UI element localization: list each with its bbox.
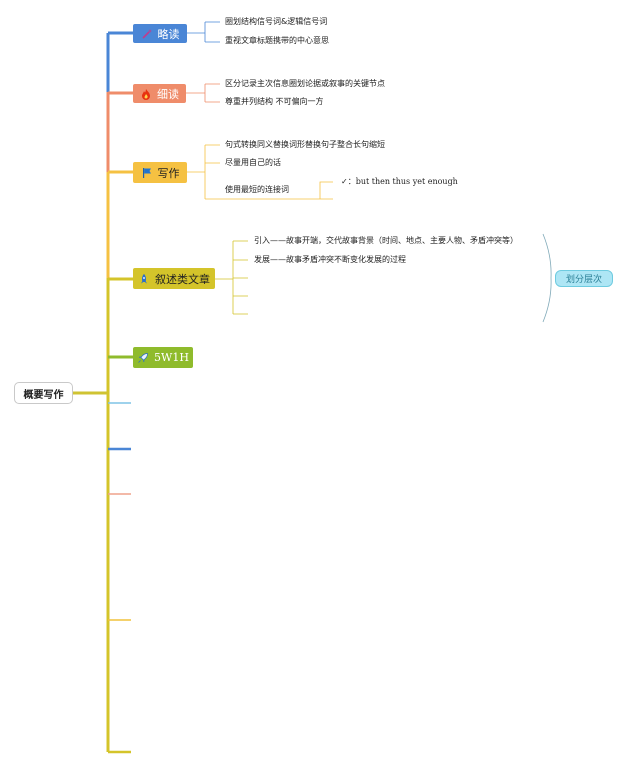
narrative-item-1: 引入——故事开端，交代故事背景（时间、地点、主要人物、矛盾冲突等）	[254, 236, 518, 245]
branch-writing-label: 写作	[157, 166, 180, 180]
root-label: 概要写作	[23, 389, 64, 401]
close-read-item-2: 尊重并列结构 不可偏向一方	[225, 97, 324, 106]
close-read-item-1: 区分记录主次信息圈划论据或叙事的关键节点	[225, 79, 385, 88]
branch-narrative-label: 叙述类文章	[155, 272, 210, 286]
skim-item-1: 圈划结构信号词&逻辑信号词	[225, 17, 328, 26]
flag-icon	[141, 167, 153, 179]
fire-icon	[140, 88, 152, 100]
writing-item-2: 尽量用自己的话	[225, 158, 281, 167]
check-icon: ✓	[341, 177, 348, 186]
root-node[interactable]: 概要写作	[14, 382, 73, 404]
branch-5w1h-label: 5W1H	[154, 351, 189, 364]
summary-tag[interactable]: 划分层次	[555, 270, 613, 287]
branch-skim-label: 略读	[157, 27, 180, 41]
rocket-icon	[138, 273, 150, 285]
summary-tag-label: 划分层次	[565, 275, 602, 285]
branch-narrative[interactable]: 叙述类文章	[133, 268, 215, 289]
connective-words: ✓：but then thus yet enough	[341, 176, 458, 187]
branch-writing[interactable]: 写作	[133, 162, 187, 183]
branch-close-read-label: 细读	[157, 87, 179, 101]
rocket-icon	[137, 352, 149, 364]
branch-5w1h[interactable]: 5W1H	[133, 347, 193, 368]
branch-skim[interactable]: 略读	[133, 24, 187, 43]
narrative-item-2: 发展——故事矛盾冲突不断变化发展的过程	[254, 255, 406, 264]
branch-close-read[interactable]: 细读	[133, 84, 186, 103]
connective-words-text: ：but then thus yet enough	[347, 177, 458, 186]
writing-item-1: 句式转换同义替换词形替换句子整合长句缩短	[225, 140, 385, 149]
writing-item-3: 使用最短的连接词	[225, 185, 289, 194]
wand-icon	[141, 28, 153, 40]
skim-item-2: 重视文章标题携带的中心意思	[225, 36, 329, 45]
